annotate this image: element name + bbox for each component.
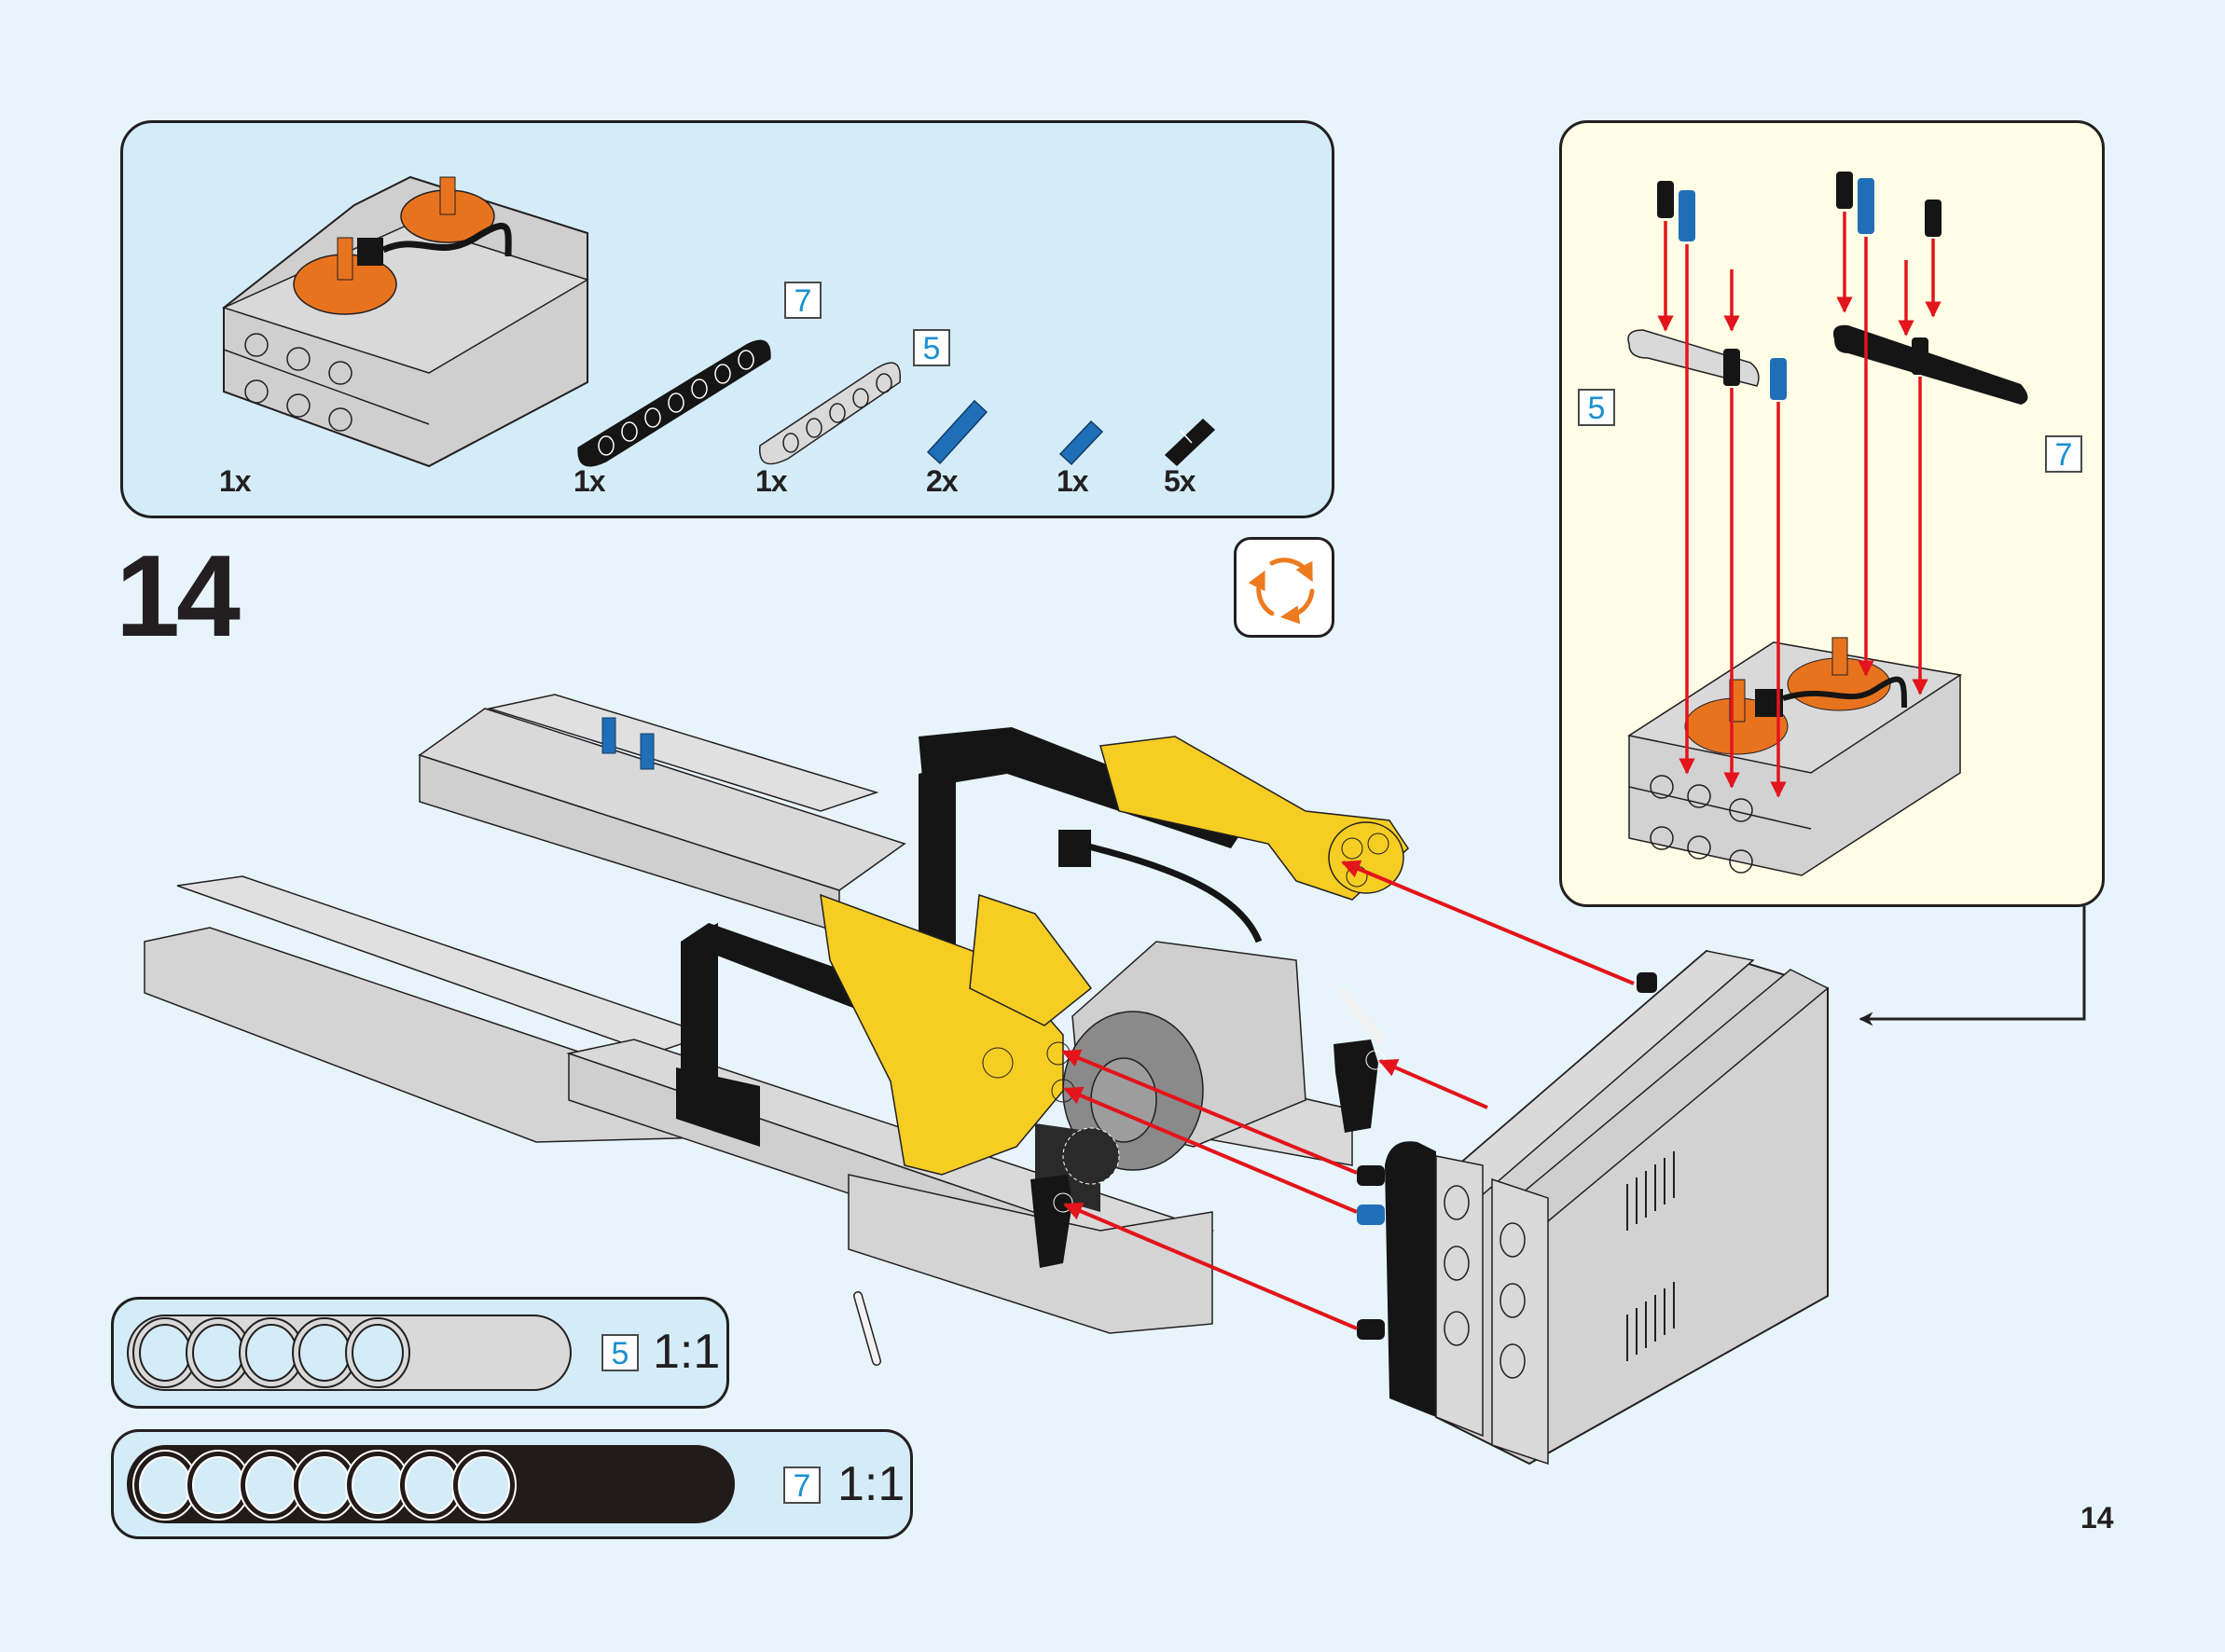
sub-pin-black [1836, 172, 1853, 209]
part-beam-7-black [577, 339, 771, 467]
sub-pin-blue [1770, 358, 1787, 400]
sub-beam-7 [1833, 324, 2028, 405]
step-number: 14 [116, 532, 241, 661]
ruler-hole [192, 1456, 244, 1514]
battery-pin-black-2 [1357, 1319, 1385, 1340]
ruler-5-badge: 5 [601, 1334, 639, 1371]
ruler-beam-5-shape [127, 1315, 572, 1391]
part-blue-long-pin [926, 399, 988, 465]
ruler-beam-5: 5 1:1 [111, 1297, 729, 1409]
ruler-7-scale: 1:1 [837, 1457, 905, 1511]
beam-assembly-upper-left [418, 694, 906, 934]
sub-pin-black [1912, 337, 1928, 375]
ruler-hole [298, 1324, 351, 1382]
ruler-hole [245, 1456, 297, 1514]
badge-beam-5: 5 [913, 329, 950, 366]
sub-arrows [1657, 212, 1942, 798]
sub-pin-blue [1679, 190, 1695, 241]
sub-pin-black [1657, 181, 1674, 218]
sub-pin-blue [1858, 178, 1874, 234]
ruler-hole [192, 1324, 244, 1382]
rotate-model-button[interactable] [1234, 537, 1334, 638]
battery-box [1357, 949, 1830, 1466]
assembly-arrows [1061, 860, 1635, 1330]
sub-badge-beam-7: 7 [2045, 435, 2082, 473]
qty-blue-short-pin: 1x [1057, 464, 1089, 498]
part-blue-short-pin [1058, 420, 1104, 466]
battery-pin-blue [1357, 1205, 1385, 1225]
ruler-hole [139, 1456, 191, 1514]
badge-beam-7: 7 [784, 282, 822, 319]
sub-assembly-illustration [1627, 172, 2028, 876]
ruler-hole [139, 1324, 191, 1382]
ruler-hole [245, 1324, 297, 1382]
qty-beam-5: 1x [755, 464, 788, 498]
yellow-part-lower [820, 893, 1093, 1176]
sub-pin-black [1723, 349, 1740, 386]
qty-receiver-box: 1x [219, 464, 252, 498]
ruler-5-scale: 1:1 [653, 1325, 721, 1379]
sub-assembly-panel: 5 7 [1559, 120, 2105, 907]
battery-pin-black-top [1637, 972, 1657, 993]
sub-pin-black [1925, 200, 1942, 237]
motor-cable [1076, 840, 1263, 943]
qty-black-pin: 5x [1164, 464, 1196, 498]
arrow-to-yellow-upper [1341, 860, 1635, 985]
ruler-7-badge: 7 [783, 1466, 821, 1504]
ruler-beam-7: 7 1:1 [111, 1429, 913, 1539]
arrow-to-yellow-hole-2 [1063, 1086, 1358, 1214]
battery-pin-black-1 [1357, 1165, 1385, 1186]
page-number: 14 [2080, 1501, 2114, 1535]
part-receiver-box [221, 175, 589, 468]
arrow-to-black-elbow-right [1378, 1059, 1488, 1109]
ruler-hole [298, 1456, 351, 1514]
ruler-hole [352, 1324, 404, 1382]
qty-beam-7: 1x [574, 464, 606, 498]
ruler-hole [352, 1456, 404, 1514]
qty-blue-long-pin: 2x [926, 464, 959, 498]
sub-badge-beam-5: 5 [1578, 389, 1615, 426]
part-black-friction-pin [1164, 418, 1216, 467]
sub-pins [1657, 172, 1942, 400]
main-assembly [144, 694, 1409, 1366]
ruler-beam-7-shape [127, 1445, 735, 1523]
rotate-icon [1248, 558, 1315, 625]
part-beam-5-gray [759, 362, 902, 465]
black-gear [1062, 1127, 1120, 1185]
cable-plug [1058, 830, 1091, 867]
arrow-to-black-elbow-left [1063, 1202, 1358, 1330]
arrow-to-yellow-hole-1 [1061, 1049, 1358, 1175]
sub-receiver-box [1627, 637, 1962, 876]
sub-assembly-connector-arrow [1859, 906, 2086, 1026]
ruler-hole [405, 1456, 457, 1514]
ruler-hole [458, 1456, 510, 1514]
